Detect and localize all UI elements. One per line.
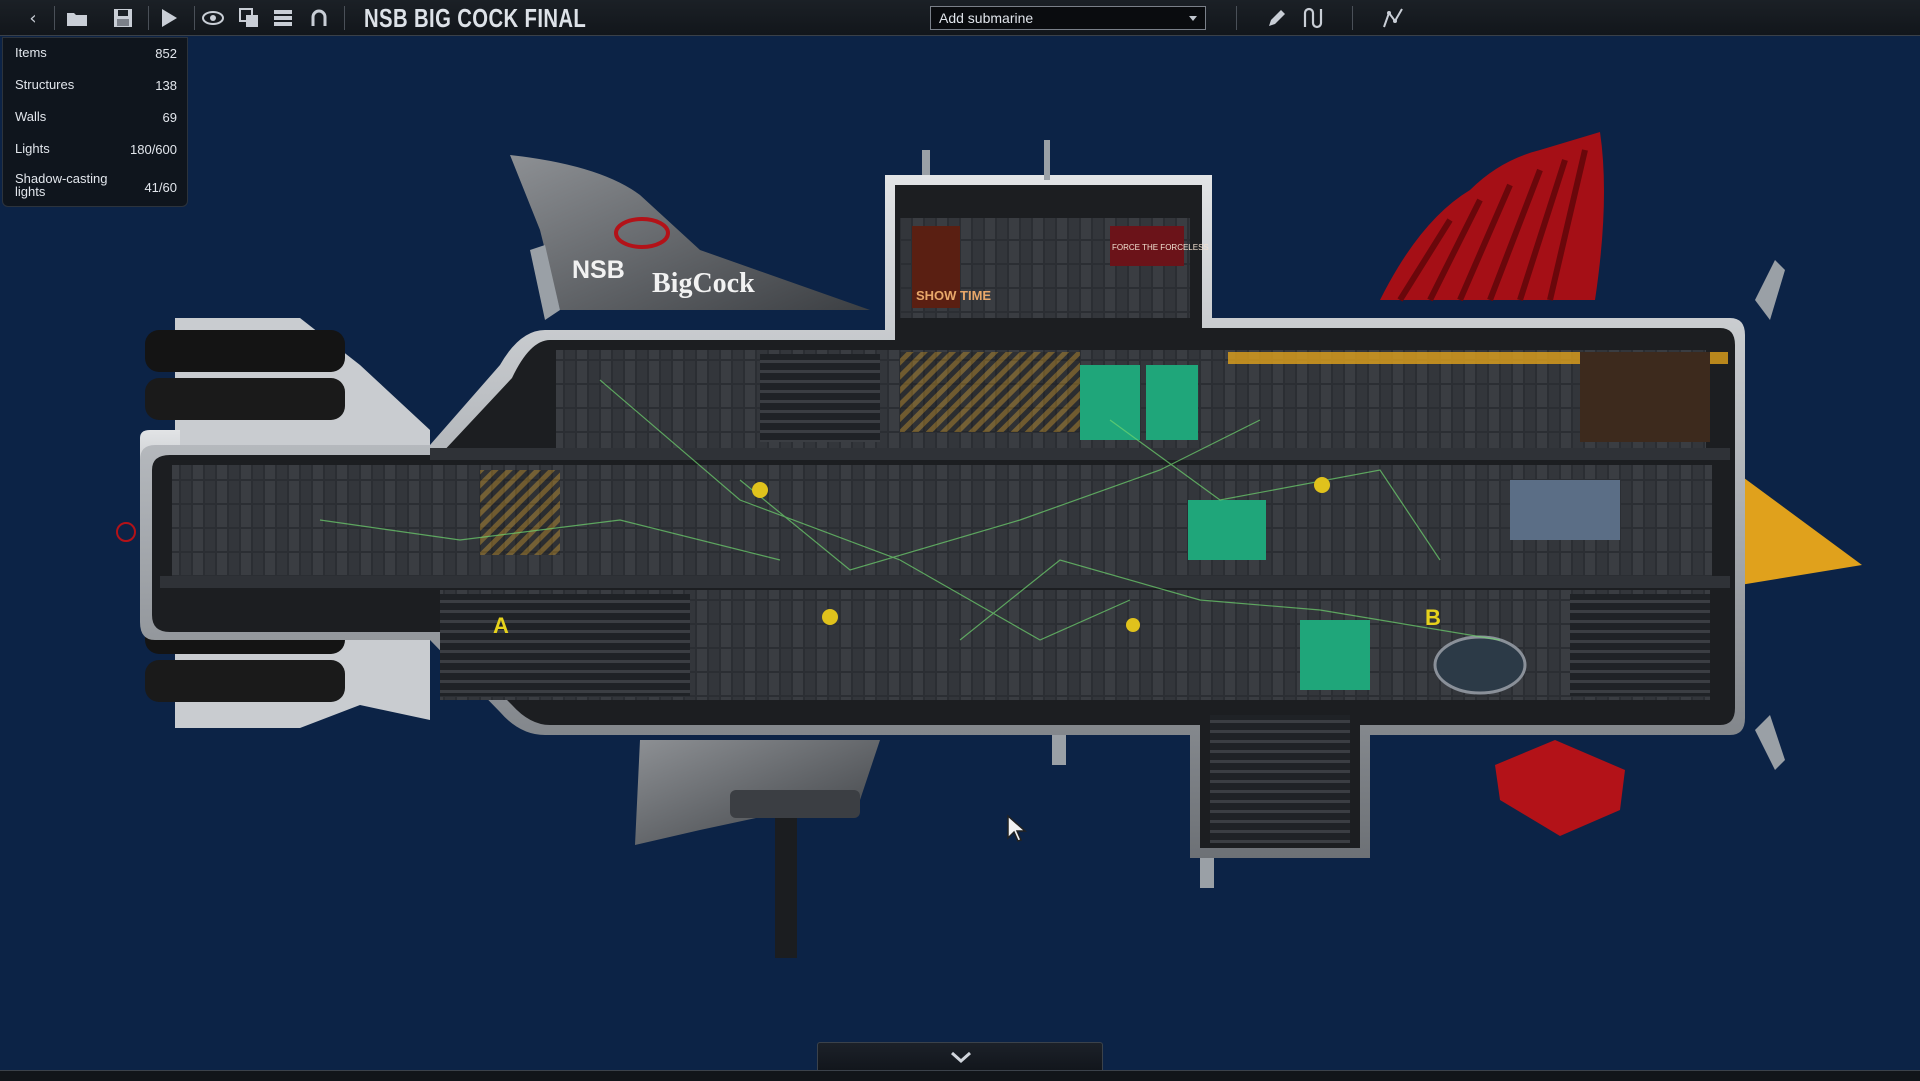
submarine-title: NSB BIG COCK FINAL	[364, 3, 587, 33]
waypoint-icon[interactable]	[1378, 4, 1408, 32]
stat-label: Structures	[15, 77, 75, 92]
mouse-cursor-icon	[1007, 814, 1027, 842]
hull-text-bigcock: BigCock	[652, 268, 755, 299]
stat-value: 180/600	[130, 142, 177, 157]
pencil-icon[interactable]	[1262, 4, 1292, 32]
add-submarine-value: Add submarine	[939, 10, 1034, 26]
top-fin: NSB BigCock	[510, 155, 870, 310]
stat-label: Lights	[15, 141, 50, 156]
hull-text-nsb: NSB	[572, 256, 625, 284]
stat-value: 41/60	[144, 180, 177, 195]
visibility-icon[interactable]	[198, 4, 228, 32]
open-folder-icon[interactable]	[62, 4, 92, 32]
chevron-down-icon	[1189, 16, 1197, 21]
submarine-stats-panel: Items 852 Structures 138 Walls 69 Lights…	[2, 37, 188, 207]
toolbar-separator	[1236, 6, 1237, 30]
play-icon[interactable]	[154, 4, 184, 32]
docking-label-b: B	[1425, 605, 1441, 630]
editor-toolbar: ‹ NSB BIG COCK FINAL Add submarine	[0, 0, 1920, 36]
save-icon[interactable]	[108, 4, 138, 32]
hull-fixtures	[530, 140, 1785, 888]
wiring	[319, 379, 1501, 641]
main-hull: SHOW TIME FORCE THE FORCELESS A B	[140, 175, 1745, 858]
undo-link-icon[interactable]	[304, 4, 334, 32]
expand-panel-button[interactable]	[817, 1042, 1103, 1070]
stat-value: 852	[155, 46, 177, 61]
red-wattle	[1495, 740, 1625, 836]
red-comb	[1380, 132, 1604, 302]
layers-list-icon[interactable]	[268, 4, 298, 32]
toolbar-separator	[344, 6, 345, 30]
lower-fin	[635, 740, 880, 958]
toolbar-separator	[148, 6, 149, 30]
bottom-panel-bar	[0, 1070, 1920, 1081]
yellow-beak	[1740, 475, 1862, 585]
stat-value: 138	[155, 78, 177, 93]
stat-label: Shadow-casting lights	[15, 171, 108, 199]
layers-icon[interactable]	[234, 4, 264, 32]
add-submarine-dropdown[interactable]: Add submarine	[930, 6, 1206, 30]
stat-label: Walls	[15, 109, 47, 124]
poster-force: FORCE THE FORCELESS	[1112, 243, 1209, 252]
toolbar-separator	[194, 6, 195, 30]
poster-show-time: SHOW TIME	[916, 288, 991, 303]
wire-icon[interactable]	[1298, 4, 1328, 32]
docking-label-a: A	[493, 613, 509, 638]
toolbar-separator	[54, 6, 55, 30]
stat-label: Items	[15, 45, 47, 60]
back-icon[interactable]: ‹	[29, 7, 37, 29]
toolbar-separator	[1352, 6, 1353, 30]
stat-value: 69	[162, 110, 177, 125]
chevron-down-icon	[951, 1051, 971, 1064]
